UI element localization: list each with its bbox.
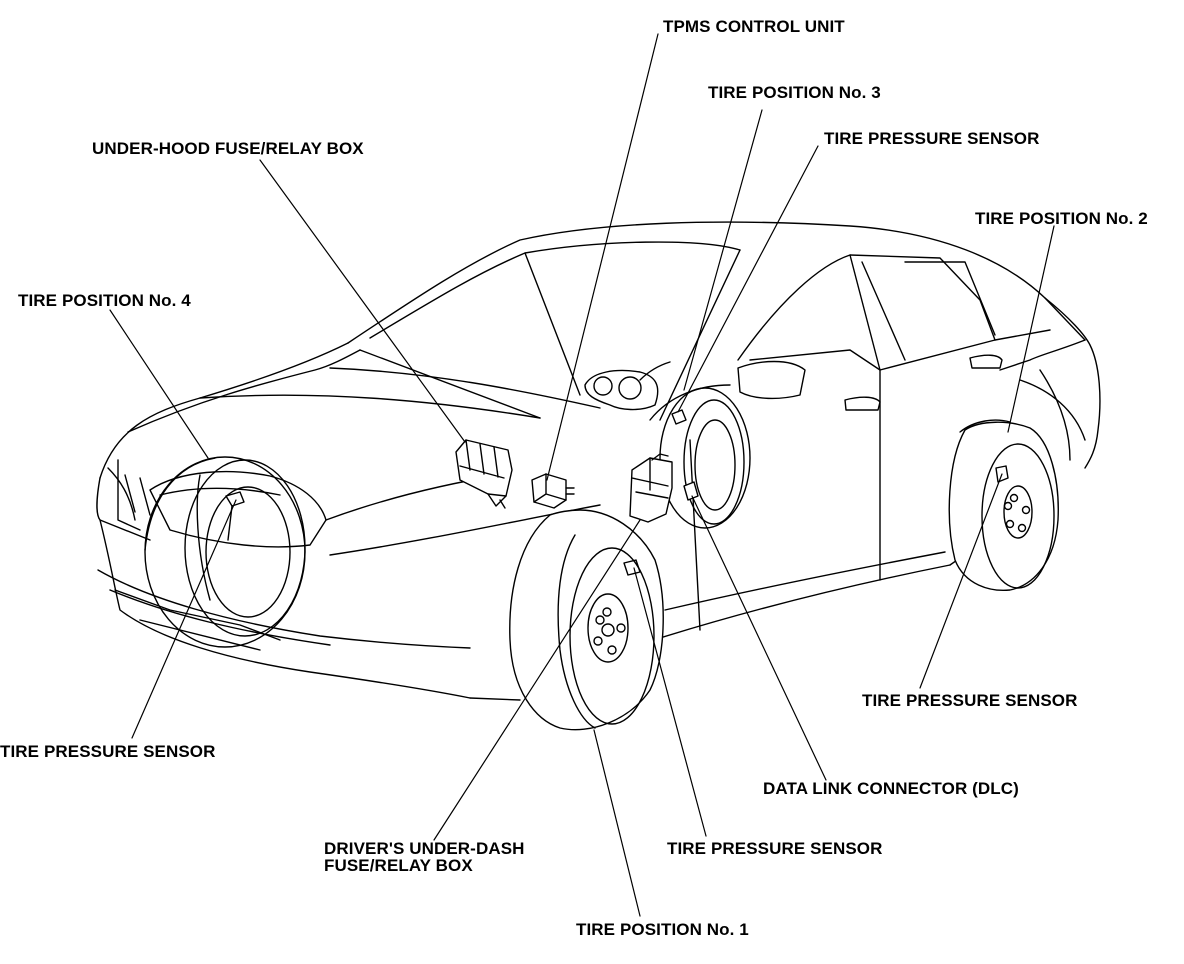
tpms-control-unit-shape (531, 473, 575, 509)
label-tire-pressure-sensor-left: TIRE PRESSURE SENSOR (0, 742, 216, 761)
label-tire-pressure-sensor-bottom: TIRE PRESSURE SENSOR (667, 839, 883, 858)
label-tpms-control-unit: TPMS CONTROL UNIT (663, 17, 845, 36)
leader-tire-position-4 (109, 309, 209, 459)
leader-tire-pressure-sensor-left (131, 499, 237, 739)
label-drivers-under-dash-line1: DRIVER'S UNDER-DASH (324, 839, 525, 858)
label-tire-position-2: TIRE POSITION No. 2 (975, 209, 1148, 228)
tire-pressure-sensor-2 (995, 465, 1009, 483)
leader-tire-pressure-sensor-right (919, 473, 1003, 689)
label-tire-position-1: TIRE POSITION No. 1 (576, 920, 749, 939)
leader-tire-position-3 (683, 109, 763, 391)
leader-tire-pressure-sensor-top (677, 145, 819, 413)
leader-drivers-under-dash (433, 519, 641, 841)
label-tire-position-3: TIRE POSITION No. 3 (708, 83, 881, 102)
label-tire-position-4: TIRE POSITION No. 4 (18, 291, 191, 310)
dlc-shape (683, 481, 699, 501)
leader-tire-position-1 (593, 729, 641, 917)
tire-3 (659, 387, 751, 529)
label-drivers-under-dash-fuse-relay-box: DRIVER'S UNDER-DASH FUSE/RELAY BOX (324, 840, 525, 874)
leader-lines (109, 33, 1055, 917)
leader-under-hood-fuse-box (259, 159, 466, 443)
label-data-link-connector: DATA LINK CONNECTOR (DLC) (763, 779, 1019, 798)
tire-pressure-sensor-1 (623, 559, 641, 576)
tire-4 (144, 456, 306, 648)
under-hood-fuse-relay-box-shape (455, 439, 513, 509)
under-dash-fuse-box-shape (629, 453, 673, 523)
label-tire-pressure-sensor-right: TIRE PRESSURE SENSOR (862, 691, 1078, 710)
tire-2 (948, 421, 1059, 592)
leader-tire-position-2 (1007, 225, 1055, 433)
tire-1 (509, 509, 664, 731)
label-drivers-under-dash-line2: FUSE/RELAY BOX (324, 856, 473, 875)
leader-tpms-control-unit (546, 33, 659, 481)
label-under-hood-fuse-relay-box: UNDER-HOOD FUSE/RELAY BOX (92, 139, 364, 158)
leader-tire-pressure-sensor-bottom (633, 567, 707, 837)
tire-pressure-sensor-3 (671, 409, 687, 425)
label-tire-pressure-sensor-top: TIRE PRESSURE SENSOR (824, 129, 1040, 148)
leader-data-link-connector (691, 495, 827, 781)
